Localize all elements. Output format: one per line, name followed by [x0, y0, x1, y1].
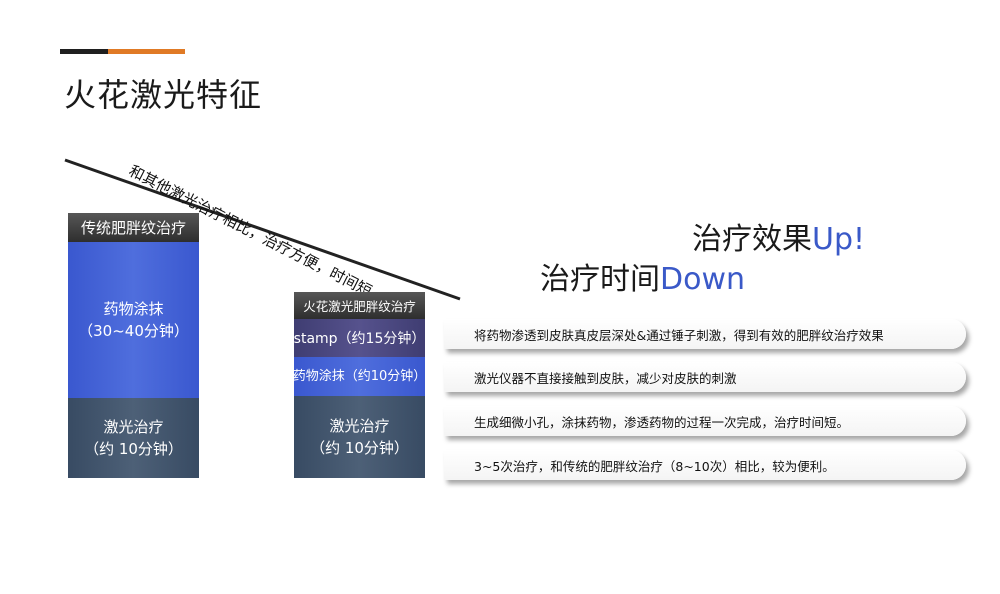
- effect-headline-text: 治疗效果: [692, 222, 812, 257]
- traditional-laser-label: 激光治疗: [103, 418, 164, 436]
- time-headline-accent: Down: [660, 262, 746, 297]
- feature-item-2: 激光仪器不直接接触到皮肤，减少对皮肤的刺激: [444, 362, 966, 392]
- traditional-header: 传统肥胖纹治疗: [68, 213, 199, 242]
- traditional-drug-label: 药物涂抹: [103, 300, 164, 318]
- page-title: 火花激光特征: [64, 76, 263, 114]
- feature-text-3: 生成细微小孔，涂抹药物，渗透药物的过程一次完成，治疗时间短。: [474, 414, 850, 430]
- traditional-column: 传统肥胖纹治疗 药物涂抹 （30~40分钟） 激光治疗 （约 10分钟）: [68, 213, 199, 478]
- effect-headline: 治疗效果Up!: [692, 214, 865, 258]
- feature-item-3: 生成细微小孔，涂抹药物，渗透药物的过程一次完成，治疗时间短。: [444, 406, 966, 436]
- spark-column: 火花激光肥胖纹治疗 stamp（约15分钟） 药物涂抹（约10分钟） 激光治疗 …: [293, 292, 426, 478]
- traditional-laser-time: （约 10分钟）: [84, 440, 183, 458]
- time-headline-text: 治疗时间: [540, 262, 660, 297]
- spark-stamp-block: stamp（约15分钟）: [294, 319, 425, 357]
- feature-item-4: 3~5次治疗，和传统的肥胖纹治疗（8~10次）相比，较为便利。: [444, 450, 966, 480]
- feature-item-1: 将药物渗透到皮肤真皮层深处&通过锤子刺激，得到有效的肥胖纹治疗效果: [444, 319, 966, 349]
- title-accent-dark: [60, 49, 108, 54]
- effect-headline-accent: Up!: [812, 222, 866, 257]
- traditional-drug-block: 药物涂抹 （30~40分钟）: [68, 242, 199, 398]
- spark-laser-time: （约 10分钟）: [310, 439, 409, 457]
- feature-text-4: 3~5次治疗，和传统的肥胖纹治疗（8~10次）相比，较为便利。: [474, 458, 835, 474]
- spark-drug-block: 药物涂抹（约10分钟）: [293, 357, 426, 396]
- spark-laser-block: 激光治疗 （约 10分钟）: [294, 396, 425, 478]
- traditional-laser-block: 激光治疗 （约 10分钟）: [68, 398, 199, 478]
- feature-text-1: 将药物渗透到皮肤真皮层深处&通过锤子刺激，得到有效的肥胖纹治疗效果: [474, 327, 884, 343]
- feature-text-2: 激光仪器不直接接触到皮肤，减少对皮肤的刺激: [474, 370, 737, 386]
- time-headline: 治疗时间Down: [540, 254, 745, 298]
- title-accent-orange: [108, 49, 185, 54]
- spark-laser-label: 激光治疗: [329, 417, 390, 435]
- traditional-drug-time: （30~40分钟）: [78, 322, 189, 340]
- spark-header: 火花激光肥胖纹治疗: [294, 292, 425, 319]
